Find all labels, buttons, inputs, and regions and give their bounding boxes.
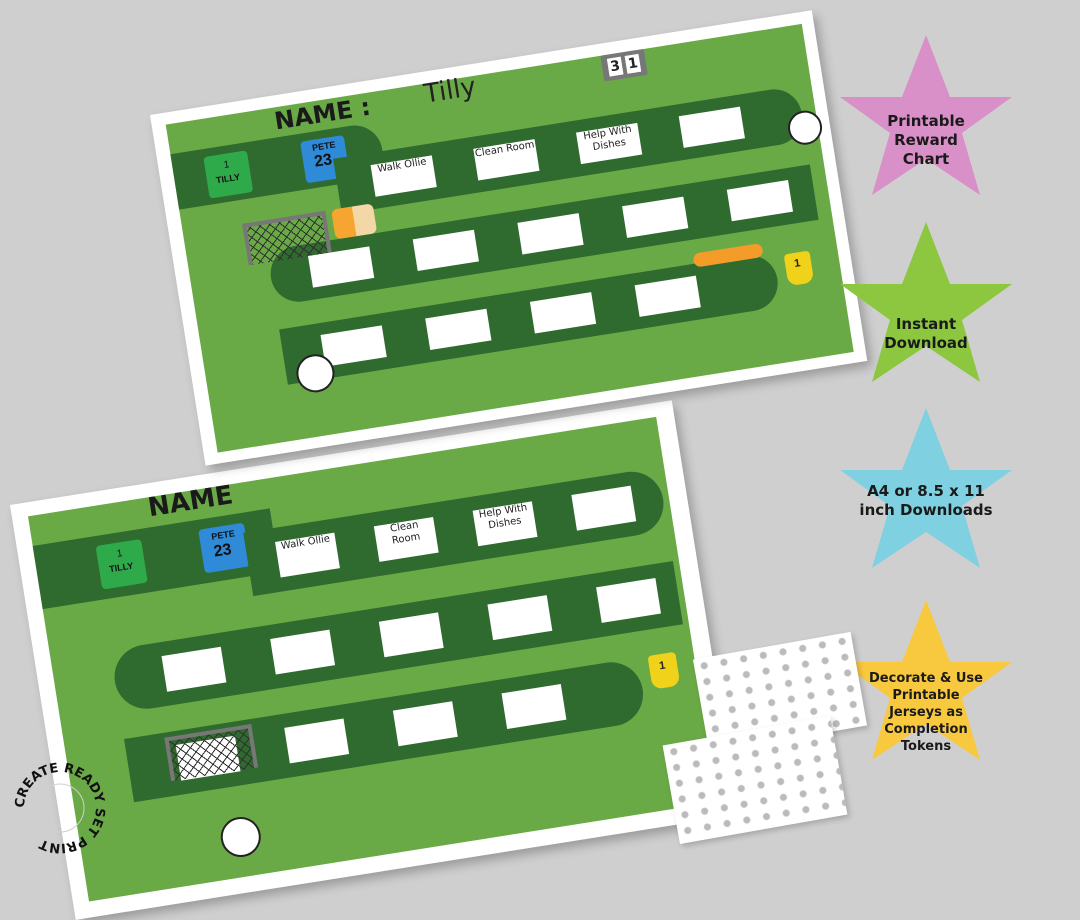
task-front-3-text: Help With Dishes [582,123,633,154]
field-front: NAME : Tilly 3 1 1 TILLY PETE 23 Walk Ol… [165,23,854,453]
task-front-2-text: Clean Room [474,139,536,160]
task-box-front-2: Clean Room [473,139,540,181]
jersey-front-1-name: TILLY [215,171,241,186]
jersey-front-1-number: 1 [222,159,231,172]
brand-logo: CREATE READY SET PRINT [10,758,110,858]
score-right: 1 [624,53,642,74]
star-label-3: A4 or 8.5 x 11 inch Downloads [859,482,993,519]
score-left: 3 [606,56,624,77]
svg-text:CREATE READY SET PRINT: CREATE READY SET PRINT [13,761,107,855]
blank-box-front-3 [412,229,479,272]
jersey-front-2-name: PETE [311,139,337,153]
task-box-front-1: Walk Ollie [370,155,437,197]
star-label-1: Printable Reward Chart [887,112,965,168]
blank-box-front-7 [320,325,387,367]
task-box-front-3: Help With Dishes [575,122,643,165]
jersey-front-2-number: 23 [313,151,334,171]
star-label-2: Instant Download [884,315,968,352]
star-label-4: Decorate & Use Printable Jerseys as Comp… [869,671,983,754]
blank-box-front-1 [678,106,745,148]
trophy-front-number: 1 [793,257,802,270]
blank-box-front-9 [529,292,597,334]
blank-box-front-8 [425,308,492,351]
scoreboard: 3 1 [600,48,648,82]
jersey-front-1: 1 TILLY [203,150,254,199]
blank-box-front-6 [726,179,794,222]
trophy-icon: 1 [783,250,815,287]
name-value-front: Tilly [421,71,479,110]
blank-box-front-4 [517,213,584,255]
paper-front: NAME : Tilly 3 1 1 TILLY PETE 23 Walk Ol… [150,10,868,466]
task-front-1-text: Walk Ollie [376,156,428,176]
blank-box-front-5 [622,196,689,238]
blank-box-front-10 [634,275,701,317]
brand-text: CREATE READY SET PRINT [13,761,107,855]
